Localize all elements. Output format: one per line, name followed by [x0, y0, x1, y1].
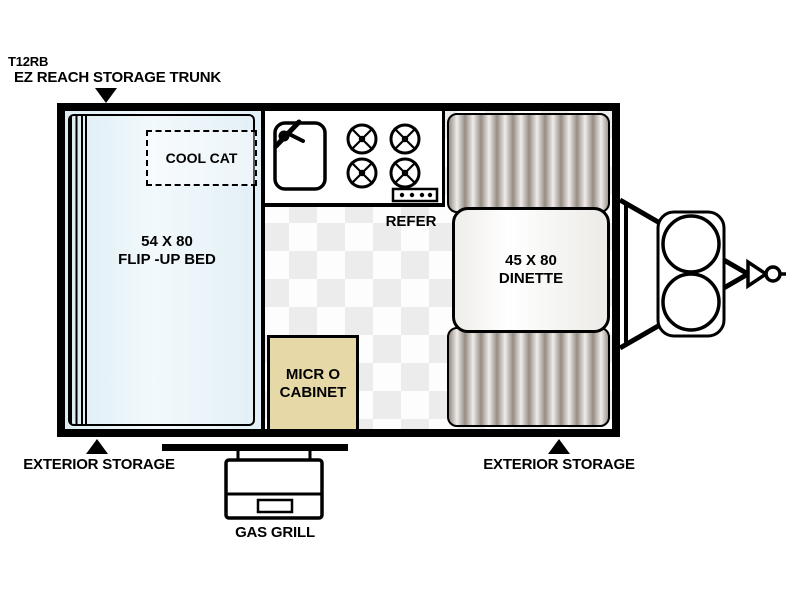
- cool-cat-unit: COOL CAT: [146, 130, 257, 186]
- bed-flip-edge: [70, 116, 87, 424]
- dinette-table: 45 X 80 DINETTE: [452, 207, 610, 333]
- dinette-bench-bottom: [447, 327, 610, 427]
- cooktop-icon: [346, 123, 439, 203]
- kitchen-counter: [265, 111, 445, 207]
- down-arrow-icon: [95, 88, 117, 103]
- ez-reach-storage-trunk-label: EZ REACH STORAGE TRUNK: [14, 69, 221, 86]
- cool-cat-label: COOL CAT: [165, 150, 238, 166]
- bed-label: 54 X 80 FLIP -UP BED: [77, 233, 257, 269]
- up-arrow-left-icon: [86, 439, 108, 454]
- hitch-icon: [746, 258, 786, 290]
- dinette-name-label: DINETTE: [498, 270, 564, 287]
- dinette-size-label: 45 X 80: [505, 252, 557, 269]
- bed-size-label: 54 X 80: [141, 233, 193, 250]
- bed-outline: [68, 114, 255, 426]
- gas-grill-icon: [162, 444, 348, 520]
- gas-grill-label: GAS GRILL: [235, 524, 315, 541]
- micro-cabinet-label-line2: CABINET: [279, 383, 347, 401]
- exterior-storage-left-label: EXTERIOR STORAGE: [23, 456, 175, 473]
- flip-up-bed-area: COOL CAT 54 X 80 FLIP -UP BED: [65, 111, 265, 429]
- refer-label: REFER: [385, 213, 437, 230]
- micro-cabinet-label-line1: MICR O: [285, 365, 341, 383]
- floorplan: COOL CAT 54 X 80 FLIP -UP BED: [57, 103, 620, 437]
- model-code: T12RB: [8, 54, 49, 69]
- up-arrow-right-icon: [548, 439, 570, 454]
- propane-tanks-icon: [661, 214, 721, 332]
- trailer-tongue: [620, 197, 786, 351]
- sink-icon: [273, 119, 327, 191]
- dinette-bench-top: [447, 113, 610, 213]
- exterior-storage-right-label: EXTERIOR STORAGE: [483, 456, 635, 473]
- micro-cabinet: MICR O CABINET: [267, 335, 359, 429]
- bed-name-label: FLIP -UP BED: [118, 251, 216, 268]
- kitchen-icons: [273, 119, 439, 203]
